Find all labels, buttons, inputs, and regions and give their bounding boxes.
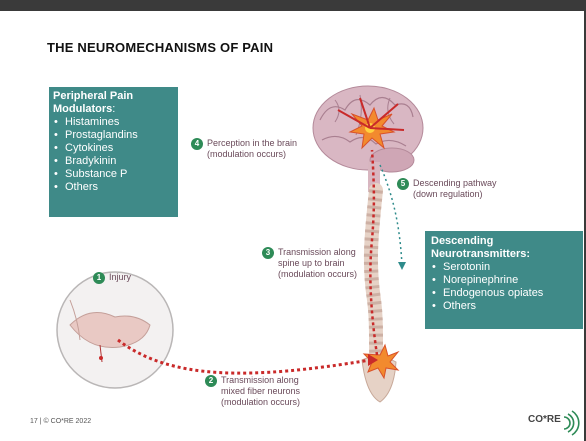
list-item: Prostaglandins bbox=[53, 129, 174, 142]
list-item: Others bbox=[431, 300, 577, 313]
peripheral-list: Histamines Prostaglandins Cytokines Brad… bbox=[53, 116, 174, 194]
list-item: Cytokines bbox=[53, 142, 174, 155]
step-3-badge: 3 bbox=[262, 247, 274, 259]
injury-inset bbox=[57, 272, 173, 388]
slide-footer: 17 | © CO*RE 2022 bbox=[30, 418, 91, 425]
list-item: Serotonin bbox=[431, 261, 577, 274]
descending-box-heading: Descending Neurotransmitters: bbox=[431, 235, 577, 261]
descending-list: Serotonin Norepinephrine Endogenous opia… bbox=[431, 261, 577, 313]
step-4-badge: 4 bbox=[191, 138, 203, 150]
step-1-badge: 1 bbox=[93, 272, 105, 284]
list-item: Norepinephrine bbox=[431, 274, 577, 287]
descending-neurotransmitters-box: Descending Neurotransmitters: Serotonin … bbox=[425, 231, 583, 329]
peripheral-box-heading: Peripheral Pain Modulators: bbox=[53, 90, 174, 116]
page-number: 17 bbox=[30, 418, 38, 425]
step-2-badge: 2 bbox=[205, 375, 217, 387]
descending-arrowhead bbox=[398, 262, 406, 270]
list-item: Others bbox=[53, 181, 174, 194]
list-item: Bradykinin bbox=[53, 155, 174, 168]
logo-icon bbox=[564, 411, 579, 435]
core-logo-text: CO*RE bbox=[528, 414, 561, 425]
list-item: Endogenous opiates bbox=[431, 287, 577, 300]
step-5-badge: 5 bbox=[397, 178, 409, 190]
list-item: Substance P bbox=[53, 168, 174, 181]
peripheral-modulators-box: Peripheral Pain Modulators: Histamines P… bbox=[49, 87, 178, 217]
copyright-text: © CO*RE 2022 bbox=[44, 418, 92, 425]
footer-separator: | bbox=[40, 418, 42, 425]
list-item: Histamines bbox=[53, 116, 174, 129]
spine-illustration bbox=[362, 190, 398, 402]
